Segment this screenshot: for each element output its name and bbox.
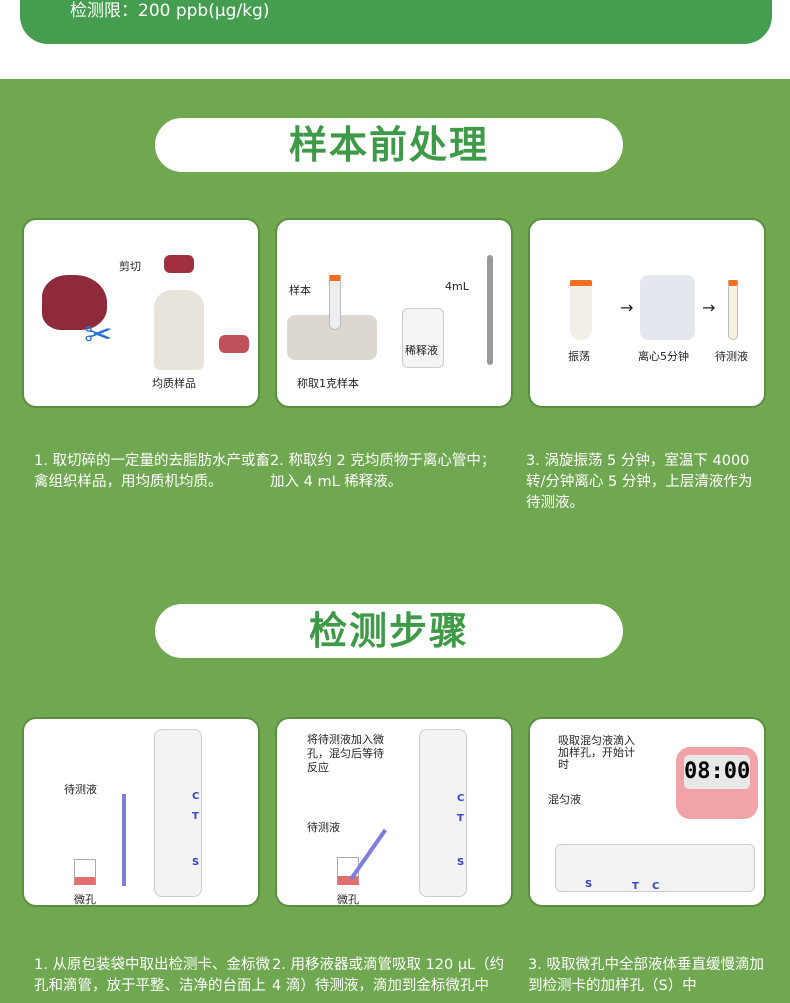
timer-image: 08:00: [676, 747, 758, 819]
blender-image: [154, 290, 204, 370]
label-weigh: 称取1克样本: [297, 377, 359, 390]
detection-step-3: 3. 吸取微孔中全部液体垂直缓慢滴加到检测卡的加样孔（S）中: [528, 957, 764, 994]
centrifuge-image: [640, 275, 695, 340]
detection-card-1: C T S 待测液 微孔: [22, 717, 260, 907]
pretreatment-card-2: 样本 4mL 稀释液 称取1克样本: [275, 218, 513, 408]
mark-s: S: [457, 857, 465, 868]
label-mixed-solution: 混匀液: [548, 793, 581, 806]
detection-card-3: 08:00 S T C 吸取混匀液滴入加样孔，开始计时 混匀液: [528, 717, 766, 907]
label-shake: 振荡: [568, 350, 590, 363]
mark-c: C: [457, 793, 465, 804]
mark-t: T: [632, 881, 639, 892]
label-test-solution: 待测液: [307, 821, 340, 834]
chopped-meat-image: [164, 255, 194, 273]
dropper-image: [349, 828, 388, 881]
label-instruction: 将待测液加入微孔，混匀后等待反应: [307, 733, 384, 774]
dropper-image: [122, 794, 126, 886]
homogenized-sample-image: [219, 335, 249, 353]
mark-c: C: [652, 881, 660, 892]
section-title-pretreatment: 样本前处理: [155, 118, 623, 172]
pretreatment-step-3: 3. 涡旋振荡 5 分钟，室温下 4000转/分钟离心 5 分钟，上层清液作为待…: [526, 453, 753, 511]
label-test-solution: 待测液: [64, 783, 97, 796]
test-cassette-image: [555, 844, 755, 892]
mark-s: S: [192, 857, 200, 868]
meat-image: [42, 275, 107, 330]
pretreatment-card-3: → → 振荡 离心5分钟 待测液: [528, 218, 766, 408]
label-homogenized: 均质样品: [152, 377, 196, 390]
detection-step-1: 1. 从原包装袋中取出检测卡、金标微孔和滴管，放于平整、洁净的台面上: [34, 957, 270, 994]
test-cassette-image: [419, 729, 467, 897]
scissors-icon: ✂: [84, 315, 113, 355]
vortex-tube-image: [570, 280, 592, 340]
arrow-icon: →: [702, 298, 716, 317]
detection-limit-banner: 检测限：200 ppb(μg/kg): [20, 0, 772, 44]
label-sample: 样本: [289, 284, 311, 297]
pipette-image: [487, 255, 493, 365]
label-instruction: 吸取混匀液滴入加样孔，开始计时: [558, 734, 635, 771]
label-diluent: 稀释液: [405, 344, 438, 357]
section-title-detection: 检测步骤: [155, 604, 623, 658]
mark-t: T: [192, 811, 199, 822]
test-cassette-image: [154, 729, 202, 897]
detection-step-2: 2. 用移液器或滴管吸取 120 μL（约4 滴）待测液，滴加到金标微孔中: [272, 957, 505, 994]
label-test-solution: 待测液: [715, 350, 748, 363]
label-microwell: 微孔: [337, 893, 359, 906]
pretreatment-card-1: ✂ 剪切 均质样品: [22, 218, 260, 408]
pretreatment-step-1: 1. 取切碎的一定量的去脂肪水产或畜禽组织样品，用均质机均质。: [34, 453, 270, 490]
detection-limit-text: 检测限：200 ppb(μg/kg): [70, 1, 270, 21]
detection-card-2: C T S 将待测液加入微孔，混匀后等待反应 待测液 微孔: [275, 717, 513, 907]
label-microwell: 微孔: [74, 893, 96, 906]
pretreatment-step-2: 2. 称取约 2 克均质物于离心管中；加入 4 mL 稀释液。: [270, 453, 496, 490]
diluent-bottle-image: [402, 308, 444, 368]
mark-s: S: [585, 879, 593, 890]
test-solution-tube-image: [728, 280, 738, 340]
timer-display: 08:00: [684, 755, 750, 789]
label-centrifuge: 离心5分钟: [638, 350, 689, 363]
mark-t: T: [457, 813, 464, 824]
microwell-image: [74, 859, 96, 885]
label-cut: 剪切: [119, 260, 141, 273]
mark-c: C: [192, 791, 200, 802]
arrow-icon: →: [620, 298, 634, 317]
label-4ml: 4mL: [445, 280, 469, 293]
tube-image: [329, 275, 341, 330]
